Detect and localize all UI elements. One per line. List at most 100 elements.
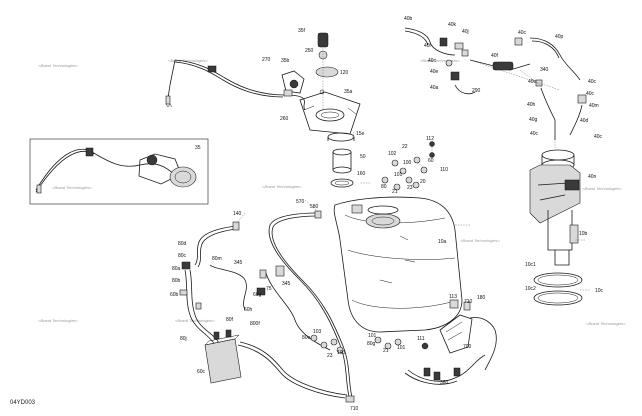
callout-21b: 21: [383, 348, 389, 354]
callout-380: 380: [440, 380, 449, 386]
callout-labels: 35f 250 270 35b 120 35a 260 35 15e 50 16…: [170, 16, 604, 412]
callout-75: 75: [266, 286, 272, 292]
callout-40c: 40c: [530, 131, 539, 137]
callout-110: 110: [440, 167, 448, 173]
callout-40m: 40m: [589, 103, 599, 109]
callout-700: 700: [463, 344, 472, 350]
callout-40c: 40c: [586, 91, 595, 97]
callout-35: 35: [195, 145, 201, 151]
callout-10c2: 10c2: [525, 286, 536, 292]
callout-80b: 80b: [172, 278, 181, 284]
callout-103b: 103: [337, 350, 346, 356]
callout-101: 101: [394, 172, 403, 178]
callout-710: 710: [464, 299, 473, 305]
callout-40b: 40b: [404, 16, 413, 22]
callout-103: 103: [313, 329, 322, 335]
callout-111: 111: [417, 336, 425, 342]
fuel-pump-module: [281, 32, 361, 135]
callout-113: 113: [449, 294, 457, 300]
callout-80d: 80d: [178, 241, 187, 247]
fittings-bottom: [310, 334, 429, 354]
watermark: <Brand Technologies>: [52, 185, 93, 190]
callout-40j: 40j: [462, 29, 469, 35]
callout-10b: 10b: [579, 231, 588, 237]
callout-40k: 40k: [448, 22, 457, 28]
watermark: <Brand Technologies>: [420, 58, 461, 63]
callout-23b: 23: [327, 353, 333, 359]
filter-housing: [327, 132, 355, 188]
callout-160: 160: [357, 171, 366, 177]
callout-35b: 35b: [281, 58, 290, 64]
callout-580: 580: [310, 204, 319, 210]
fuel-tank: [333, 196, 463, 333]
callout-21: 21: [392, 189, 398, 195]
callout-800f: 800f: [250, 321, 260, 327]
callout-60h: 60h: [244, 307, 253, 313]
wiring-harness-top: [165, 59, 306, 111]
callout-120: 120: [340, 70, 349, 76]
callout-40c: 40c: [428, 58, 437, 64]
callout-101c: 101: [397, 345, 406, 351]
callout-140: 140: [233, 211, 242, 217]
callout-40d: 40d: [580, 118, 589, 124]
callout-340: 340: [540, 67, 549, 73]
callout-40n: 40n: [588, 174, 597, 180]
callout-15e: 15e: [356, 131, 365, 137]
diagram-code: 04YD003: [10, 400, 36, 406]
callout-40c: 40c: [594, 134, 603, 140]
callout-60b: 60b: [170, 292, 179, 298]
callout-100: 100: [403, 160, 412, 166]
callout-112: 112: [426, 136, 434, 142]
watermark: <Brand Technologies>: [38, 318, 79, 323]
callout-40g: 40g: [529, 117, 538, 123]
callout-710b: 710: [350, 406, 359, 412]
callout-40c: 40c: [518, 30, 527, 36]
callout-80f: 80f: [226, 317, 234, 323]
callout-10c: 10c: [595, 288, 604, 294]
watermark: <Brand Technologies>: [168, 58, 209, 63]
callout-570: 570: [296, 199, 305, 205]
watermark: <Brand Technologies>: [175, 318, 216, 323]
fuel-line-group-40: [404, 27, 587, 140]
leader-lines: [235, 131, 590, 291]
callout-60g: 60g: [253, 292, 262, 298]
callout-20: 20: [420, 179, 426, 185]
callout-250: 250: [305, 48, 314, 54]
callout-50: 50: [360, 154, 366, 160]
callout-180: 180: [477, 295, 486, 301]
callout-40i: 40i: [424, 43, 431, 49]
callout-40p: 40p: [555, 34, 564, 40]
callout-60c: 60c: [197, 369, 206, 375]
bracket-700: [404, 299, 497, 385]
tank-rings: [533, 272, 583, 306]
callout-80: 80: [381, 184, 387, 190]
watermark: <Brand Technologies>: [586, 321, 627, 326]
callout-290: 290: [472, 88, 481, 94]
callout-270: 270: [262, 57, 271, 63]
vent-hose: [268, 210, 355, 403]
callout-40c: 40c: [588, 79, 597, 85]
callout-40h: 40h: [527, 102, 536, 108]
callout-80j: 80j: [180, 336, 187, 342]
callout-40f: 40f: [491, 53, 499, 59]
callout-60: 60: [428, 158, 434, 164]
callout-40c: 40c: [528, 79, 537, 85]
callout-80c: 80c: [178, 253, 187, 259]
callout-80a: 80a: [172, 266, 181, 272]
callout-35f: 35f: [298, 28, 306, 34]
watermark: <Brand Technologies>: [460, 238, 501, 243]
evap-canister: [204, 329, 348, 399]
watermark: <Brand Technologies>: [582, 186, 623, 191]
inset-detail-35: [29, 138, 209, 205]
watermarks: <Brand Technologies> <Brand Technologies…: [38, 58, 627, 326]
callout-80g: 80g: [367, 341, 376, 347]
callout-10a: 10a: [438, 239, 447, 245]
callout-101b: 101: [368, 333, 377, 339]
callout-22: 22: [402, 144, 408, 150]
callout-23: 23: [407, 185, 413, 191]
fasteners-cluster: [381, 141, 435, 191]
callout-80m: 80m: [212, 256, 222, 262]
callout-345: 345: [234, 260, 243, 266]
callout-35a: 35a: [344, 89, 353, 95]
